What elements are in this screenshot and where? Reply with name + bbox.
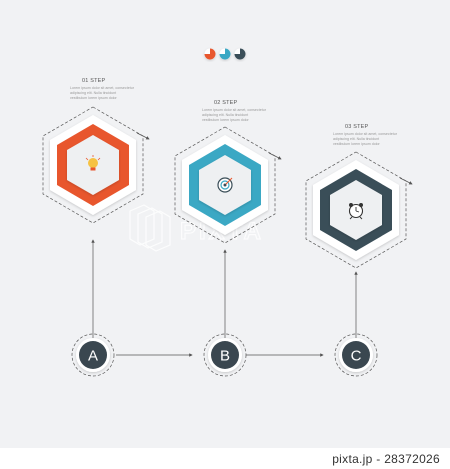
- node-c-letter: C: [351, 348, 362, 365]
- legend-dot-blue: [219, 48, 231, 60]
- node-b: B: [203, 333, 247, 377]
- step-3-desc-2: adipiscing elit. Nulla tincidunt: [333, 137, 380, 141]
- step-3-hexagon: [305, 151, 413, 269]
- step-2-hexagon: [174, 126, 282, 244]
- lightbulb-icon: [85, 155, 101, 171]
- footer-brand: pixta.jp: [332, 452, 373, 466]
- step-3-label: 03 STEP: [345, 124, 369, 130]
- node-a: A: [71, 333, 115, 377]
- connectors: [91, 239, 358, 357]
- step-1-label: 01 STEP: [82, 78, 106, 84]
- step-1-desc-1: Lorem ipsum dolor sit amet, consectetur: [70, 86, 134, 90]
- footer-id: pixta.jp - 28372026: [332, 452, 440, 466]
- node-a-letter: A: [88, 348, 98, 365]
- target-icon: [217, 177, 233, 193]
- footer-bar: pixta.jp - 28372026: [0, 448, 450, 469]
- step-3-desc-1: Lorem ipsum dolor sit amet, consectetur: [333, 132, 397, 136]
- legend-dot-dark: [234, 48, 246, 60]
- step-1-desc-3: vestibulum lorem ipsum dolor: [70, 96, 117, 100]
- footer-image-id: 28372026: [384, 452, 440, 466]
- legend-dot-orange: [204, 48, 216, 60]
- node-b-letter: B: [220, 348, 230, 365]
- step-3-desc-3: vestibulum lorem ipsum dolor: [333, 142, 380, 146]
- step-2-desc-3: vestibulum lorem ipsum dolor: [202, 118, 249, 122]
- step-2-label: 02 STEP: [214, 100, 238, 106]
- step-1-hexagon: [42, 106, 150, 224]
- step-1-desc-2: adipiscing elit. Nulla tincidunt: [70, 91, 117, 95]
- alarm-clock-icon: [348, 203, 364, 220]
- color-legend: [204, 48, 246, 60]
- step-2-desc-1: Lorem ipsum dolor sit amet, consectetur: [202, 108, 266, 112]
- step-2-desc-2: adipiscing elit. Nulla tincidunt: [202, 113, 249, 117]
- node-c: C: [334, 333, 378, 377]
